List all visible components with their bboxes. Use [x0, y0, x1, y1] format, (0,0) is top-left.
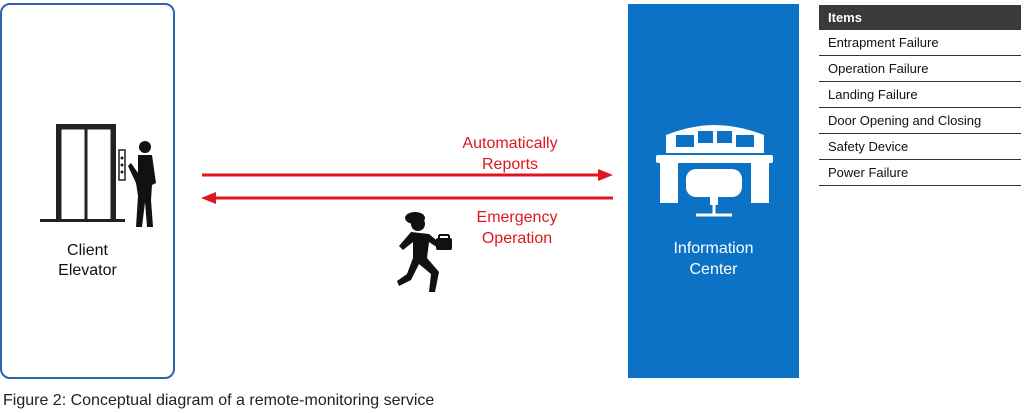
elevator-icon — [40, 124, 125, 222]
client-elevator-label: Client Elevator — [30, 241, 145, 281]
emergency-label: Emergency Operation — [447, 207, 587, 249]
info-label-line1: Information — [673, 240, 754, 257]
items-row: Entrapment Failure — [819, 30, 1021, 56]
items-table: Items Entrapment Failure Operation Failu… — [819, 5, 1021, 186]
info-label-line2: Center — [689, 261, 738, 278]
figure-caption: Figure 2: Conceptual diagram of a remote… — [3, 392, 435, 409]
auto-report-line1: Automatically — [462, 135, 558, 152]
auto-report-label: Automatically Reports — [440, 133, 580, 175]
items-row: Door Opening and Closing — [819, 108, 1021, 134]
items-row: Power Failure — [819, 160, 1021, 186]
emergency-line1: Emergency — [476, 209, 558, 226]
items-row: Operation Failure — [819, 56, 1021, 82]
person-icon — [118, 141, 156, 227]
auto-report-arrow — [202, 169, 613, 181]
control-desk-icon — [656, 125, 773, 217]
client-elevator-frame — [0, 3, 175, 379]
items-row: Landing Failure — [819, 82, 1021, 108]
emergency-line2: Operation — [481, 230, 553, 247]
client-label-line2: Elevator — [58, 262, 117, 279]
items-header: Items — [819, 5, 1021, 30]
emergency-arrow — [201, 192, 613, 204]
items-row: Safety Device — [819, 134, 1021, 160]
running-technician-icon — [397, 212, 452, 292]
auto-report-line2: Reports — [481, 156, 539, 173]
client-label-line1: Client — [67, 242, 108, 259]
information-center-label: Information Center — [628, 238, 799, 280]
